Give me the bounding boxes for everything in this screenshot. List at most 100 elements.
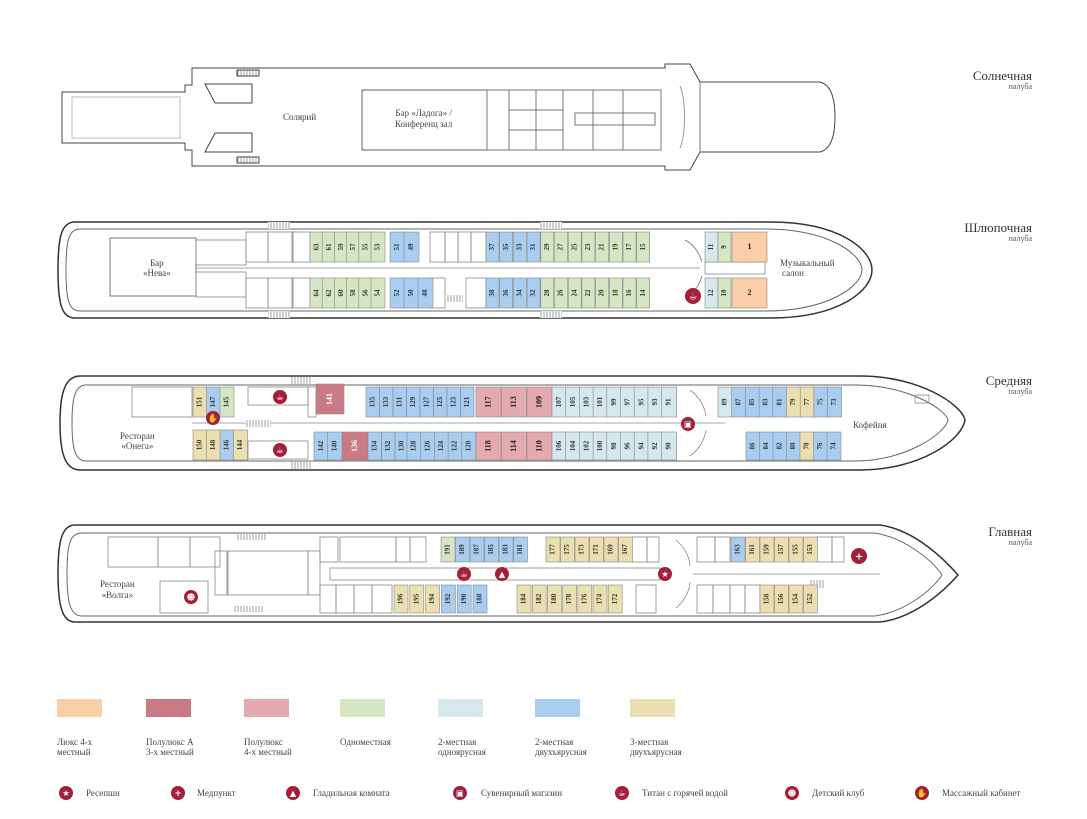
cabin-22[interactable]: 22 xyxy=(581,277,596,309)
cabin-171[interactable]: 171 xyxy=(589,536,604,563)
cabin-11[interactable]: 11 xyxy=(704,231,719,263)
cabin-29[interactable]: 29 xyxy=(540,231,555,263)
cabin-180[interactable]: 180 xyxy=(547,584,562,614)
cabin-81[interactable]: 81 xyxy=(772,386,788,418)
cabin-192[interactable]: 192 xyxy=(441,584,456,614)
cabin-117[interactable]: 117 xyxy=(475,386,502,418)
cabin-63[interactable]: 63 xyxy=(309,231,325,263)
cabin-151[interactable]: 151 xyxy=(192,386,208,418)
cabin-79[interactable]: 79 xyxy=(786,386,801,418)
cabin-60[interactable]: 60 xyxy=(334,277,349,309)
cabin-128[interactable]: 128 xyxy=(406,431,422,461)
cabin-174[interactable]: 174 xyxy=(592,584,608,614)
cabin-100[interactable]: 100 xyxy=(592,431,609,461)
cabin-92[interactable]: 92 xyxy=(647,431,664,461)
cabin-195[interactable]: 195 xyxy=(409,584,425,614)
cabin-98[interactable]: 98 xyxy=(606,431,623,461)
cabin-157[interactable]: 157 xyxy=(774,536,789,563)
cabin-21[interactable]: 21 xyxy=(595,231,609,263)
cabin-184[interactable]: 184 xyxy=(516,584,532,614)
cabin-19[interactable]: 19 xyxy=(608,231,623,263)
cabin-107[interactable]: 107 xyxy=(551,386,568,418)
cabin-123[interactable]: 123 xyxy=(446,386,461,418)
cabin-55[interactable]: 55 xyxy=(358,231,374,263)
cabin-146[interactable]: 146 xyxy=(219,429,235,461)
cabin-142[interactable]: 142 xyxy=(313,431,330,461)
cabin-20[interactable]: 20 xyxy=(595,277,609,309)
cabin-156[interactable]: 156 xyxy=(774,584,789,614)
cabin-83[interactable]: 83 xyxy=(758,386,774,418)
cabin-167[interactable]: 167 xyxy=(618,536,633,563)
cabin-74[interactable]: 74 xyxy=(826,431,842,461)
cabin-122[interactable]: 122 xyxy=(447,431,463,461)
cabin-61[interactable]: 61 xyxy=(321,231,337,263)
cabin-148[interactable]: 148 xyxy=(206,429,221,461)
cabin-52[interactable]: 52 xyxy=(389,277,406,309)
cabin-104[interactable]: 104 xyxy=(565,431,582,461)
cabin-145[interactable]: 145 xyxy=(219,386,235,418)
cabin-102[interactable]: 102 xyxy=(579,431,595,461)
cabin-178[interactable]: 178 xyxy=(562,584,577,614)
cabin-91[interactable]: 91 xyxy=(661,386,677,418)
cabin-114[interactable]: 114 xyxy=(501,431,527,461)
cabin-86[interactable]: 86 xyxy=(745,431,761,461)
cabin-132[interactable]: 132 xyxy=(381,431,396,461)
cabin-109[interactable]: 109 xyxy=(526,386,553,418)
cabin-130[interactable]: 130 xyxy=(394,431,409,461)
cabin-131[interactable]: 131 xyxy=(392,386,407,418)
cabin-187[interactable]: 187 xyxy=(469,536,485,563)
cabin-90[interactable]: 90 xyxy=(661,431,677,461)
cabin-54[interactable]: 54 xyxy=(370,277,386,309)
cabin-113[interactable]: 113 xyxy=(501,386,527,418)
cabin-172[interactable]: 172 xyxy=(607,584,623,614)
cabin-144[interactable]: 144 xyxy=(233,429,248,461)
cabin-53[interactable]: 53 xyxy=(370,231,386,263)
cabin-12[interactable]: 12 xyxy=(704,277,719,309)
cabin-27[interactable]: 27 xyxy=(554,231,568,263)
cabin-140[interactable]: 140 xyxy=(327,431,343,461)
cabin-141[interactable]: 141 xyxy=(315,383,345,415)
cabin-175[interactable]: 175 xyxy=(560,536,575,563)
cabin-125[interactable]: 125 xyxy=(433,386,448,418)
cabin-159[interactable]: 159 xyxy=(759,536,775,563)
cabin-84[interactable]: 84 xyxy=(759,431,774,461)
cabin-32[interactable]: 32 xyxy=(526,277,541,309)
cabin-33[interactable]: 33 xyxy=(513,231,527,263)
cabin-191[interactable]: 191 xyxy=(440,536,456,563)
cabin-136[interactable]: 136 xyxy=(341,431,369,461)
cabin-10[interactable]: 10 xyxy=(717,277,732,309)
cabin-49[interactable]: 49 xyxy=(403,231,420,263)
cabin-150[interactable]: 150 xyxy=(192,429,208,461)
cabin-51[interactable]: 51 xyxy=(389,231,406,263)
cabin-127[interactable]: 127 xyxy=(419,386,434,418)
cabin-196[interactable]: 196 xyxy=(393,584,409,614)
cabin-38[interactable]: 38 xyxy=(485,277,500,309)
cabin-18[interactable]: 18 xyxy=(608,277,623,309)
cabin-188[interactable]: 188 xyxy=(472,584,488,614)
cabin-14[interactable]: 14 xyxy=(636,277,651,309)
cabin-9[interactable]: 9 xyxy=(717,231,732,263)
cabin-124[interactable]: 124 xyxy=(434,431,449,461)
cabin-185[interactable]: 185 xyxy=(484,536,499,563)
cabin-154[interactable]: 154 xyxy=(788,584,804,614)
cabin-135[interactable]: 135 xyxy=(365,386,380,418)
cabin-183[interactable]: 183 xyxy=(498,536,514,563)
cabin-95[interactable]: 95 xyxy=(633,386,650,418)
cabin-176[interactable]: 176 xyxy=(577,584,593,614)
cabin-50[interactable]: 50 xyxy=(403,277,420,309)
cabin-182[interactable]: 182 xyxy=(531,584,547,614)
cabin-73[interactable]: 73 xyxy=(827,386,842,418)
cabin-16[interactable]: 16 xyxy=(622,277,637,309)
cabin-155[interactable]: 155 xyxy=(788,536,804,563)
cabin-106[interactable]: 106 xyxy=(551,431,568,461)
cabin-77[interactable]: 77 xyxy=(799,386,815,418)
cabin-87[interactable]: 87 xyxy=(731,386,747,418)
cabin-101[interactable]: 101 xyxy=(592,386,609,418)
cabin-177[interactable]: 177 xyxy=(545,536,561,563)
cabin-36[interactable]: 36 xyxy=(499,277,514,309)
cabin-59[interactable]: 59 xyxy=(334,231,349,263)
cabin-163[interactable]: 163 xyxy=(730,536,746,563)
cabin-85[interactable]: 85 xyxy=(745,386,760,418)
cabin-181[interactable]: 181 xyxy=(513,536,528,563)
cabin-75[interactable]: 75 xyxy=(813,386,829,418)
